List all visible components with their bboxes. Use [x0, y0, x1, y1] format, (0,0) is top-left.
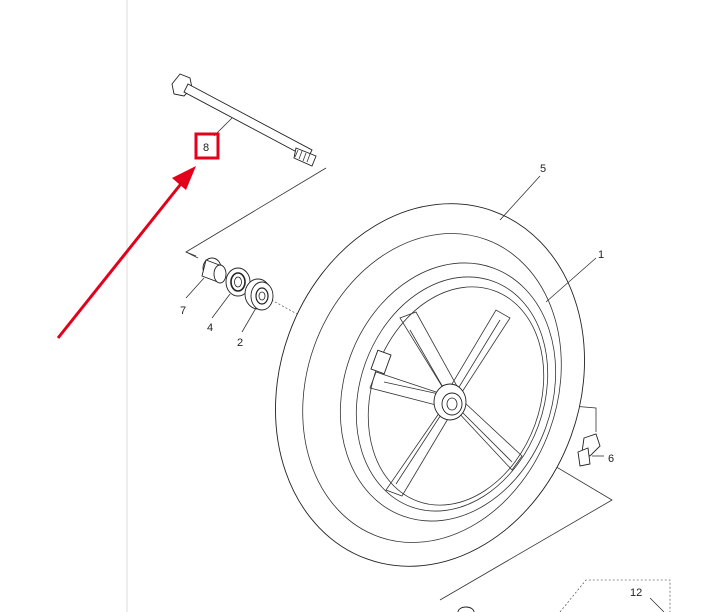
tire [275, 203, 585, 567]
leader-7 [185, 277, 205, 299]
red-arrow [56, 166, 196, 339]
callout-2: 2 [237, 337, 243, 349]
leader-5 [499, 175, 541, 221]
leader-1 [545, 257, 597, 303]
rim-inner [355, 276, 549, 512]
bearing-part [244, 278, 274, 311]
valve-part [577, 433, 601, 467]
callout-6: 6 [608, 453, 614, 465]
left-border-strip [0, 0, 128, 612]
part-12-group [457, 579, 671, 612]
highlight-box [194, 132, 220, 160]
axle-bolt [171, 73, 317, 167]
callout-1: 1 [598, 249, 604, 261]
leader-4 [211, 293, 231, 319]
callout-7: 7 [180, 305, 186, 317]
callout-5: 5 [540, 163, 546, 175]
oil-seal-part [225, 267, 251, 297]
leader-2 [241, 307, 257, 333]
wheel-assembly [275, 203, 585, 567]
callout-12: 12 [630, 587, 642, 599]
rim-outer [339, 262, 557, 522]
collar-part [201, 257, 227, 284]
callout-8: 8 [203, 142, 209, 154]
callout-4: 4 [207, 322, 213, 334]
